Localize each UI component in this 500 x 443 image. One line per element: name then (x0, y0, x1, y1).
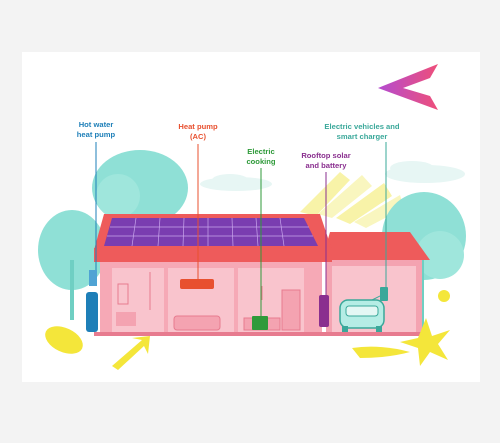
label-line: heat pump (76, 130, 116, 139)
label-line: cooking (246, 157, 276, 166)
heat-pump-unit (180, 279, 214, 289)
label-heat-pump-ac: Heat pump (AC) (168, 122, 228, 142)
label-line: Electric (247, 147, 275, 156)
hot-water-unit (89, 270, 97, 286)
ground-line (94, 332, 426, 336)
logo-chevron-icon (378, 64, 438, 110)
label-line: Heat pump (178, 122, 218, 131)
swoosh-accent (352, 346, 410, 358)
label-line: Rooftop solar (301, 151, 351, 160)
leaf-accent (45, 326, 83, 354)
label-ev-smart-charger: Electric vehicles and smart charger (316, 122, 408, 142)
label-line: (AC) (189, 132, 207, 141)
label-line: Electric vehicles and (324, 122, 400, 131)
induction-cooktop (252, 316, 268, 330)
label-electric-cooking: Electric cooking (238, 147, 284, 167)
cloud (385, 161, 465, 183)
callout-lines (95, 142, 387, 316)
home-battery (319, 295, 329, 327)
label-line: Hot water (78, 120, 114, 129)
house-body (100, 262, 322, 334)
charging-cable (371, 293, 385, 301)
solar-panels (104, 217, 318, 247)
sun-dot (438, 290, 450, 302)
hot-water-tank (86, 292, 98, 332)
sun-rays-icon (300, 172, 404, 228)
label-rooftop-solar-battery: Rooftop solar and battery (293, 151, 359, 171)
label-line: smart charger (336, 132, 388, 141)
label-line: and battery (305, 161, 347, 170)
cloud (200, 174, 272, 191)
star-burst-icon (400, 318, 450, 366)
arrow-up-right-icon (112, 336, 150, 370)
electric-car (339, 299, 385, 332)
label-hot-water-heat-pump: Hot water heat pump (66, 120, 126, 140)
